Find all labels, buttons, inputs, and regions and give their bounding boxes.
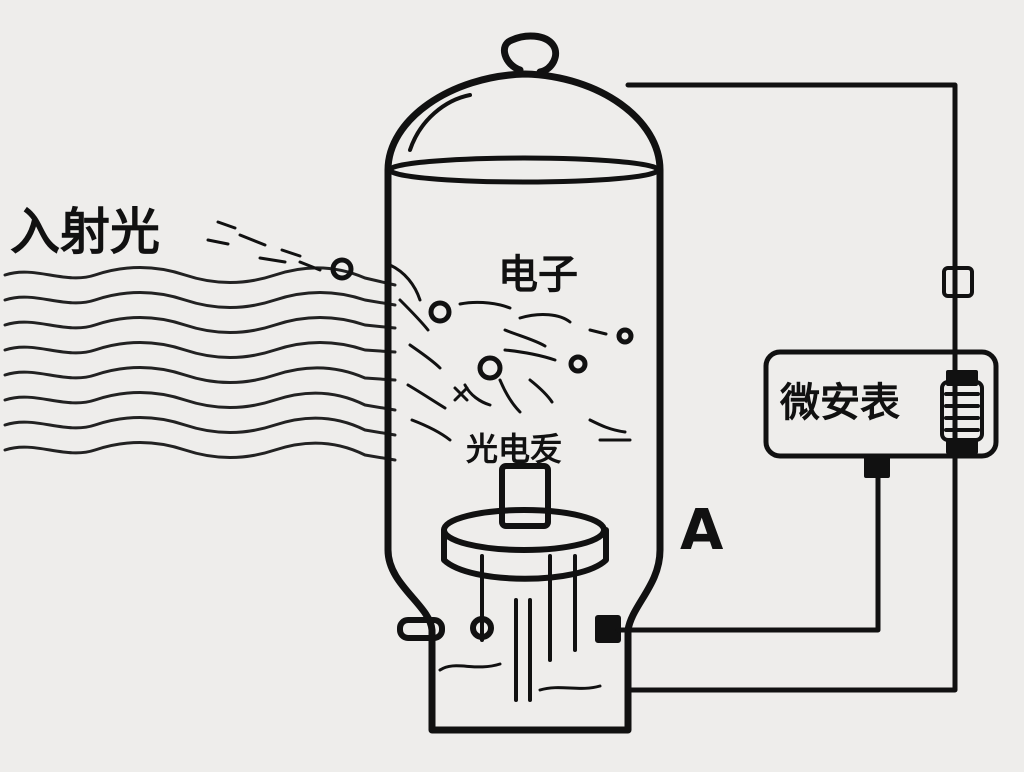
electron-trails: [453, 300, 632, 442]
vacuum-tube: [384, 32, 664, 734]
electrode-assembly: [397, 463, 621, 702]
wire-connector: [942, 266, 974, 298]
electron-circle-icon: [477, 355, 503, 381]
photocathode-label: 光电叐: [466, 430, 563, 468]
circuit-wires: [615, 82, 958, 693]
electrons-inside: [428, 300, 634, 381]
electron-circle-icon: [616, 327, 634, 345]
electron-label: 电子: [498, 252, 578, 298]
microammeter-label: 微安表: [780, 380, 900, 426]
electron-circle-icon: [428, 300, 452, 324]
light-ray-dashes: [206, 220, 452, 442]
light-wave-icon: [3, 266, 397, 462]
meter-resistor-icon: [864, 370, 984, 478]
incident-light-label: 入射光: [10, 203, 160, 261]
electron-circle-icon: [568, 354, 588, 374]
electron-circle-icon: [330, 257, 354, 281]
anode-label: A: [680, 498, 724, 563]
